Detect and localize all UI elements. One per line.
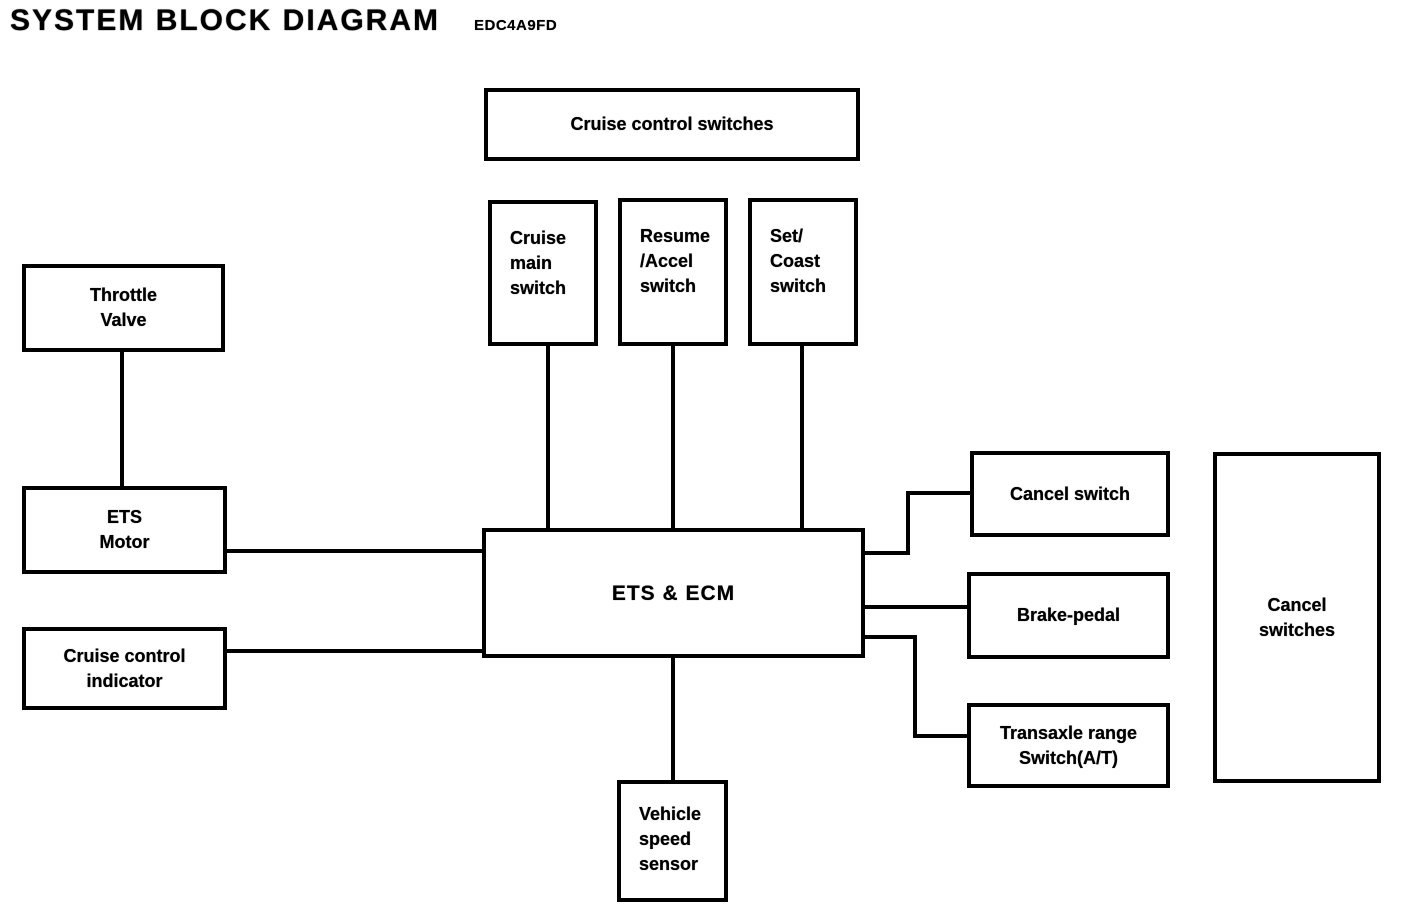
connector-main-switch-to-ecm bbox=[546, 345, 550, 529]
node-ets-motor: ETS Motor bbox=[22, 486, 227, 574]
connector-ecm-to-cancel-h1 bbox=[864, 551, 910, 555]
node-cruise-control-switches: Cruise control switches bbox=[484, 88, 860, 161]
connector-set-switch-to-ecm bbox=[800, 345, 804, 529]
node-resume-accel-switch: Resume /Accel switch bbox=[618, 198, 728, 346]
connector-ecm-to-transaxle-v bbox=[913, 635, 917, 738]
page-title: SYSTEM BLOCK DIAGRAM bbox=[10, 4, 440, 37]
connector-ecm-to-cancel-v bbox=[906, 491, 910, 555]
node-cruise-main-switch: Cruise main switch bbox=[488, 200, 598, 346]
node-throttle-valve: Throttle Valve bbox=[22, 264, 225, 352]
node-cruise-control-indicator: Cruise control indicator bbox=[22, 627, 227, 710]
node-cancel-switch: Cancel switch bbox=[970, 451, 1170, 537]
node-transaxle-range-switch: Transaxle range Switch(A/T) bbox=[967, 703, 1170, 788]
node-vehicle-speed-sensor: Vehicle speed sensor bbox=[617, 780, 728, 902]
connector-resume-switch-to-ecm bbox=[671, 345, 675, 529]
connector-ecm-to-cancel-h2 bbox=[906, 491, 972, 495]
title-row: SYSTEM BLOCK DIAGRAM EDC4A9FD bbox=[10, 4, 557, 38]
connector-ecm-to-brake bbox=[864, 605, 969, 609]
node-cancel-switches: Cancel switches bbox=[1213, 452, 1381, 783]
node-brake-pedal: Brake-pedal bbox=[967, 572, 1170, 659]
connector-motor-to-ecm bbox=[226, 549, 483, 553]
connector-ecm-to-speed-sensor bbox=[671, 656, 675, 782]
node-set-coast-switch: Set/ Coast switch bbox=[748, 198, 858, 346]
diagram-code: EDC4A9FD bbox=[474, 17, 558, 34]
connector-ecm-to-transaxle-h1 bbox=[864, 635, 917, 639]
connector-ecm-to-transaxle-h2 bbox=[913, 734, 969, 738]
connector-throttle-to-motor bbox=[120, 351, 124, 487]
node-ets-ecm: ETS & ECM bbox=[482, 528, 865, 658]
connector-indicator-to-ecm bbox=[226, 649, 483, 653]
